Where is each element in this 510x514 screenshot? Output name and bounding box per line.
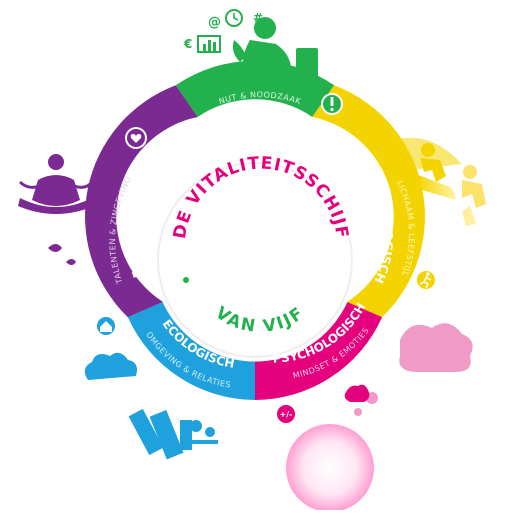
ring [85, 60, 425, 400]
svg-text:FILOSOFISCH: FILOSOFISCH [125, 185, 152, 280]
at-icon: @ [208, 15, 221, 30]
label-vitalogisch: NUT & NOODZAAK VITALOGISCH Zelfbewustzij… [212, 90, 307, 136]
euro-icon: € [183, 37, 192, 51]
thought-cloud-illustration [286, 323, 473, 512]
house-icon [95, 315, 117, 337]
heart-icon [125, 127, 147, 149]
plus-minus-icon: +/- [275, 403, 297, 425]
svg-text:Fysiek welzijn: Fysiek welzijn [362, 208, 375, 259]
segment-psychologisch[interactable] [255, 301, 383, 400]
running-person-icon [415, 269, 437, 291]
segment-fysiologisch[interactable] [312, 85, 425, 318]
city-illustration [84, 352, 218, 460]
clock-icon [225, 9, 243, 27]
leaf-icon [48, 244, 62, 252]
svg-text:+/-: +/- [280, 410, 293, 419]
center-dot [183, 277, 189, 283]
meditation-illustration [18, 154, 94, 265]
vitality-icons: € @ # [183, 9, 263, 53]
segment-vitalogisch[interactable] [175, 60, 335, 117]
exclamation-icon [321, 93, 343, 115]
segment-filosofisch[interactable] [85, 85, 198, 318]
segment-ecologisch[interactable] [127, 301, 255, 400]
svg-text:Zelfbewustzijn: Zelfbewustzijn [232, 124, 286, 136]
brain-icon [344, 384, 370, 402]
hash-icon: # [253, 11, 263, 25]
label-fysiologisch: LICHAAM & LEEFSTIJL FYSIOLOGISCH Fysiek … [362, 179, 415, 285]
